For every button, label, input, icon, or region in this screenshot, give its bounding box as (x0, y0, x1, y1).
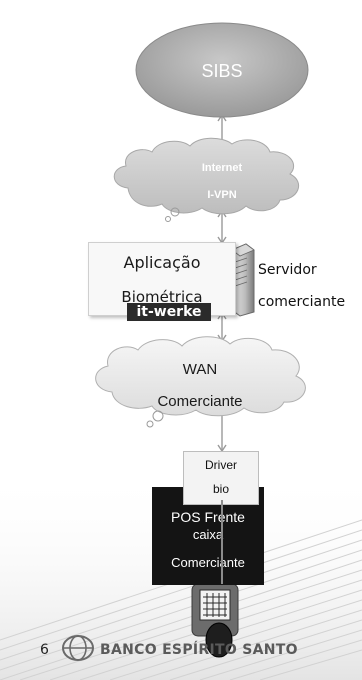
pos-connector-line (221, 500, 223, 584)
sibs-node: SIBS (135, 22, 309, 118)
bank-name: BANCO ESPÍRITO SANTO (100, 642, 298, 658)
pos-line1: POS Frente (171, 509, 245, 525)
application-box: Aplicação Biométrica it-werke (88, 242, 236, 321)
application-label: Aplicação (123, 253, 201, 272)
pos-line2: caixa (192, 527, 224, 542)
server-label: Servidor (258, 262, 317, 278)
wan-cloud: WAN Comerciante (95, 336, 306, 428)
itwerke-badge: it-werke (127, 303, 211, 321)
biometric-label: Biométrica (121, 288, 203, 306)
sibs-label: SIBS (201, 61, 242, 81)
fingerprint-reader-icon (205, 622, 233, 658)
driver-label: Driver (205, 458, 237, 472)
ivpn-label: I-VPN (207, 189, 236, 201)
driver-box: Driver bio (183, 451, 259, 505)
connector-internet-application (217, 209, 227, 245)
wan-label: WAN (183, 361, 217, 378)
wan-comerciante-label: Comerciante (157, 393, 242, 410)
bank-logo-icon (62, 635, 94, 661)
page-number: 6 (40, 642, 49, 658)
internet-cloud: Internet I-VPN (113, 137, 300, 222)
pos-line3: Comerciante (171, 555, 245, 570)
driver-bio-label: bio (212, 482, 229, 496)
connector-application-wan (217, 311, 227, 343)
internet-label: Internet (202, 162, 243, 174)
server-merchant-label: comerciante (258, 294, 346, 310)
